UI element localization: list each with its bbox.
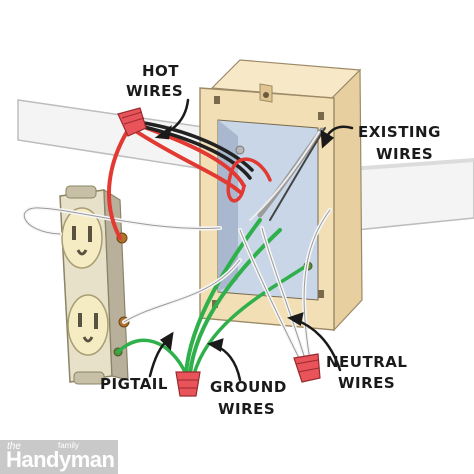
pigtail-ground [116, 338, 188, 376]
outlet-side [103, 188, 129, 381]
hot-label-line2: WIRES [126, 82, 183, 100]
arrow-hot-head [154, 125, 172, 140]
incoming-cables [249, 127, 326, 221]
hot-label-line1: HOT [142, 62, 179, 80]
knockout-br [318, 290, 324, 298]
arrow-pigtail-head [159, 331, 174, 351]
arrow-existing-head [320, 129, 335, 149]
neutral-connector [293, 353, 321, 383]
hot-wire-black-2 [138, 124, 252, 180]
outlet-mount-ear-top [65, 185, 97, 199]
ground-hole-upper [76, 249, 88, 256]
hot-wire-loop [226, 157, 272, 203]
hot-wire-2 [132, 128, 242, 194]
slot-lower-right [94, 313, 98, 329]
receptacle [59, 185, 130, 385]
existing-label-line2: WIRES [376, 145, 433, 163]
cable-clamp [235, 145, 245, 155]
slot-upper-right [88, 226, 92, 242]
hot-wire-black-1 [136, 120, 254, 172]
existing-label-line1: EXISTING [358, 123, 441, 141]
stud-top-face [336, 158, 474, 172]
outlet-face-lower [67, 294, 109, 356]
arrow-neutral-head [287, 312, 304, 326]
brand-logo-bar [0, 440, 118, 474]
pigtail-label: PIGTAIL [100, 375, 168, 393]
neutral-label-line2: WIRES [338, 374, 395, 392]
ground-wire-3 [192, 264, 308, 376]
box-side-face [331, 68, 363, 332]
slot-lower-left [78, 313, 82, 327]
screw-hole-top [263, 92, 269, 98]
ground-wire-1 [184, 218, 262, 376]
wires [22, 120, 332, 376]
outlet-mount-ear-bottom [73, 371, 105, 385]
connectors [117, 107, 321, 397]
ground-label-line2: WIRES [218, 400, 275, 418]
ground-label-line1: GROUND [210, 378, 287, 396]
labels: HOT WIRES EXISTING WIRES NEUTRAL WIRES G… [100, 62, 441, 418]
knockout-tr [318, 112, 324, 120]
hot-wire-to-outlet [107, 128, 130, 240]
callouts [148, 98, 354, 382]
brand-logo: Handyman [6, 447, 115, 472]
slot-upper-left [72, 226, 76, 240]
arrow-ground-head [207, 338, 224, 352]
ground-connector [175, 371, 201, 397]
brand-suffix: family [58, 441, 79, 450]
neutral-label-line1: NEUTRAL [326, 353, 407, 371]
brand-prefix: the [7, 441, 21, 452]
outlet-face-upper [61, 207, 103, 269]
framing [17, 99, 474, 233]
ground-hole-lower [82, 336, 94, 343]
knockout-tl [214, 96, 220, 104]
